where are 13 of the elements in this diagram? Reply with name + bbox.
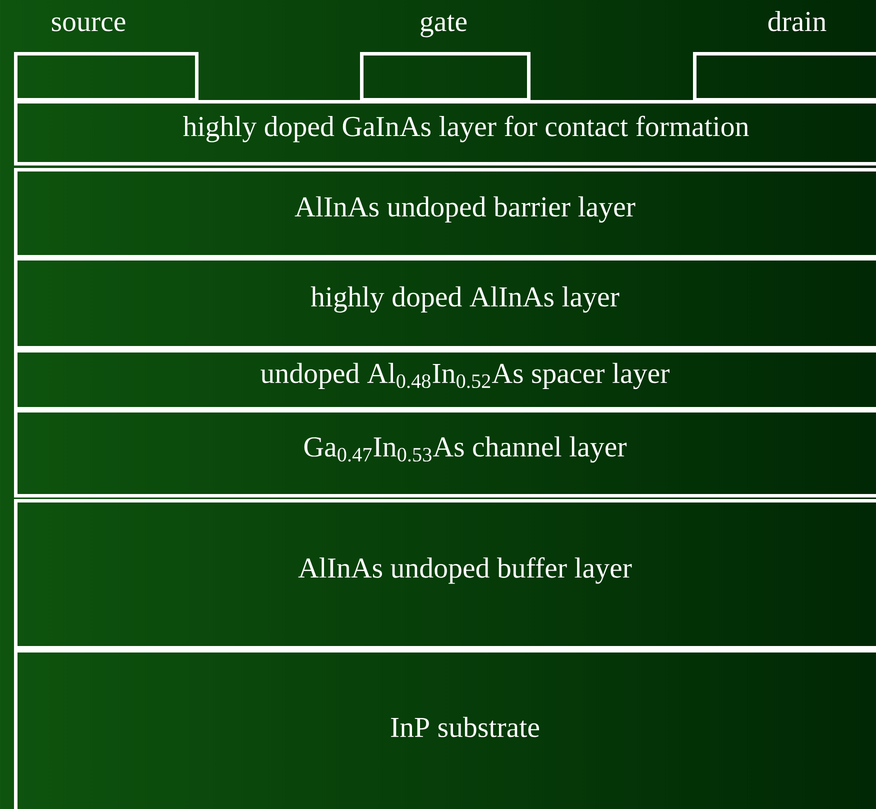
contact-pad: drain [693,10,876,102]
layer-box: Ga$_{0.47}$In$_{0.53}$As channel layer [14,409,876,498]
node-label: gate [420,14,467,38]
layer-box: highly doped AlInAs layer [14,257,876,350]
layer-box: AlInAs undoped buffer layer [14,499,876,650]
layer-box: undoped Al$_{0.48}$In$_{0.52}$As spacer layer [14,349,876,410]
node-label: drain [768,10,826,32]
layer-box: AlInAs undoped barrier layer [14,168,876,258]
layer-box: InP substrate [14,649,876,809]
node-label: source [52,17,126,32]
contact-pad: gate [360,14,530,102]
contact-pad: source [14,17,198,102]
layer-box: highly doped GaInAs layer for contact formation [14,100,876,166]
